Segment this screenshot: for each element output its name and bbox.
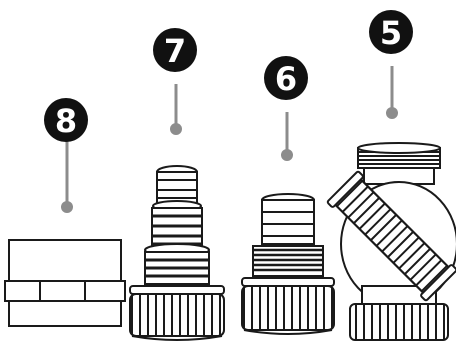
callout-badge-7: 7	[153, 28, 197, 72]
callout-number-7: 7	[164, 32, 186, 70]
callout-number-6: 6	[275, 60, 297, 98]
part-6-leader	[281, 112, 293, 161]
callout-number-5: 5	[380, 14, 402, 52]
callout-badge-6: 6	[264, 56, 308, 100]
callout-badge-8: 8	[44, 98, 88, 142]
callout-number-8: 8	[55, 102, 77, 140]
part-8-coupling	[4, 239, 126, 327]
part-7-leader	[170, 84, 182, 135]
part-7-stepped-adapter	[129, 165, 225, 341]
part-5-leader	[386, 66, 398, 119]
part-6-threaded-adapter	[241, 193, 335, 335]
callout-badge-5: 5	[369, 10, 413, 54]
part-8-leader	[61, 140, 73, 213]
part-5-valve-body	[326, 142, 456, 341]
